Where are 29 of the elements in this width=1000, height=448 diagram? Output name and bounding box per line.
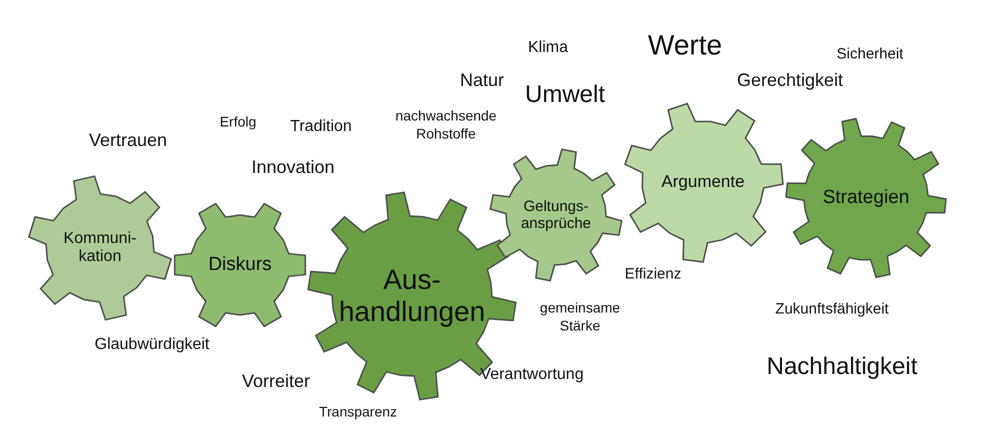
gear-label: Strategien [822, 187, 910, 209]
gear [28, 176, 172, 320]
gear-label: Diskurs [207, 254, 273, 276]
keyword: Zukunftsfähigkeit [775, 300, 889, 320]
keyword: Tradition [290, 117, 352, 137]
keyword: Transparenz [318, 403, 398, 421]
keyword: Natur [460, 68, 504, 92]
gear-label: Aus-handlungen [338, 264, 486, 328]
keyword: Innovation [251, 156, 335, 178]
keyword: Klima [528, 38, 568, 58]
keyword: Glaubwürdigkeit [94, 335, 210, 355]
keyword: Umwelt [525, 80, 605, 110]
gear [623, 102, 783, 262]
keyword: Gerechtigkeit [736, 68, 844, 92]
gear-label: Geltungs-ansprüche [520, 198, 592, 232]
gear [786, 118, 946, 278]
gear [490, 149, 622, 281]
keyword: nachwachsende Rohstoffe [394, 108, 498, 142]
keyword: Erfolg [220, 113, 256, 131]
keyword: Werte [648, 28, 722, 62]
keyword: Nachhaltigkeit [766, 352, 918, 382]
keyword: Sicherheit [836, 46, 904, 64]
keyword: Effizienz [624, 266, 682, 284]
gear-label: Kommuni-kation [62, 230, 138, 266]
keyword: Vertrauen [88, 128, 168, 152]
keyword: Verantwortung [480, 365, 584, 385]
gear-label: Argumente [660, 172, 746, 192]
keyword: Vorreiter [242, 370, 310, 392]
keyword: gemeinsame Stärke [538, 300, 622, 334]
